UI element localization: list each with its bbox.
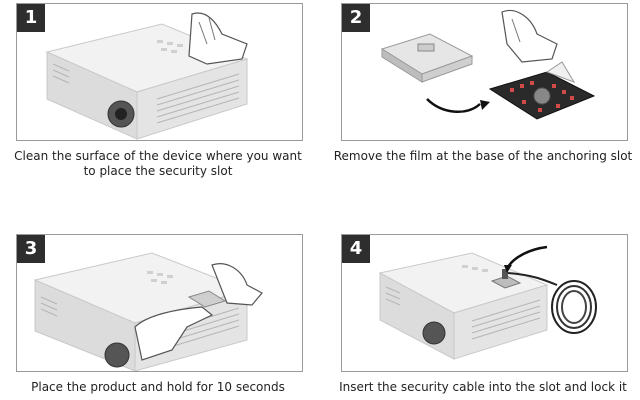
arrow-icon [506,245,548,268]
step-1-caption: Clean the surface of the device where yo… [14,149,302,178]
step-1-panel: 1 [16,3,303,141]
step-4-panel: 4 [341,234,628,372]
step-1-illustration [45,12,249,140]
step-3-panel: 3 [16,234,303,372]
step-2-caption: Remove the film at the base of the ancho… [333,149,633,163]
security-cable-illustration [507,272,558,286]
step-3-illustration [33,252,263,371]
step-2-panel: 2 [341,3,628,141]
step-2-illustration [380,10,596,120]
step-3-caption: Place the product and hold for 10 second… [31,380,285,394]
step-number-badge: 1 [17,4,45,32]
step-number-badge: 4 [342,235,370,263]
arrow-icon [426,98,481,113]
step-number-badge: 2 [342,4,370,32]
step-number-badge: 3 [17,235,45,263]
step-4-caption: Insert the security cable into the slot … [339,380,627,394]
step-4-illustration [378,245,597,360]
